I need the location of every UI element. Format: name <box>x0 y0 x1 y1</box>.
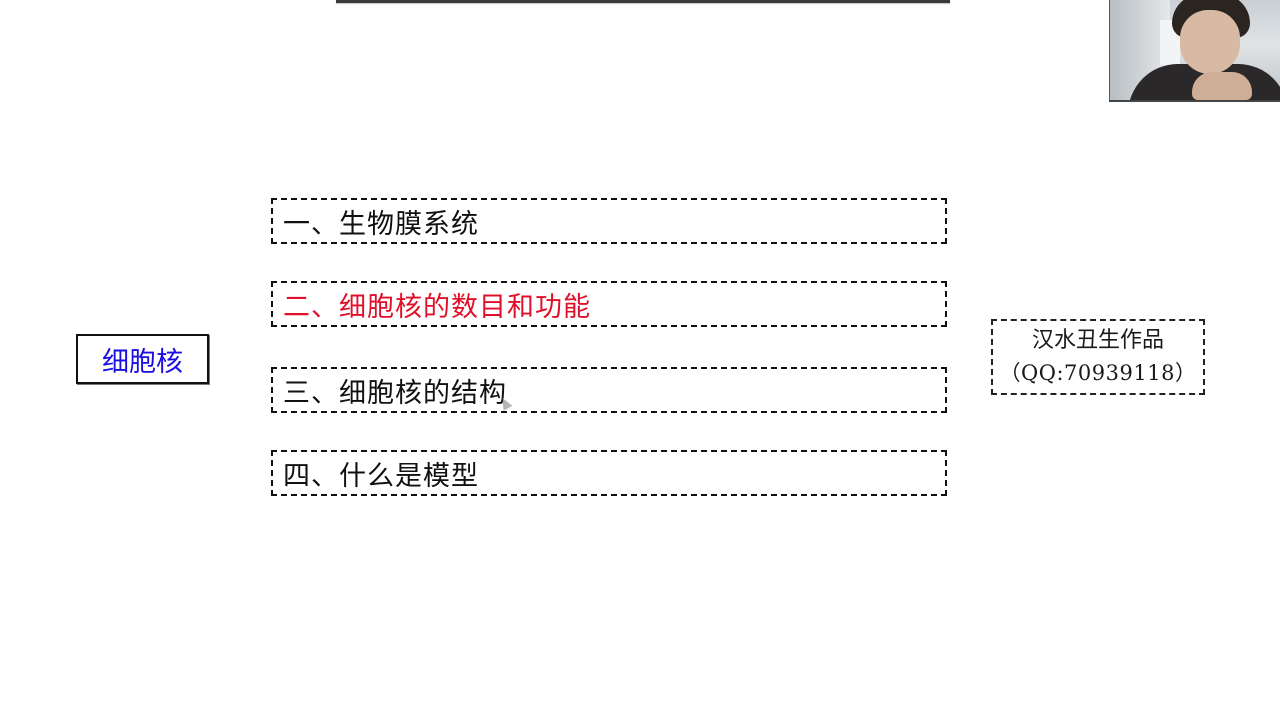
topic-item-1[interactable]: 一、生物膜系统 <box>271 198 947 244</box>
topic-item-2-active[interactable]: 二、细胞核的数目和功能 <box>271 281 947 327</box>
topic-item-3[interactable]: 三、细胞核的结构 <box>271 367 947 413</box>
webcam-person-face <box>1180 10 1240 74</box>
author-credit-box: 汉水丑生作品 （QQ:70939118） <box>991 319 1205 395</box>
webcam-person-hand <box>1192 72 1252 100</box>
topic-label: 一、生物膜系统 <box>283 208 479 240</box>
slide-title: 细胞核 <box>102 346 183 378</box>
topic-label: 四、什么是模型 <box>283 460 479 492</box>
topic-label: 二、细胞核的数目和功能 <box>283 291 591 323</box>
webcam-overlay[interactable] <box>1109 0 1280 102</box>
topic-label: 三、细胞核的结构 <box>283 377 507 409</box>
topic-item-4[interactable]: 四、什么是模型 <box>271 450 947 496</box>
slide-title-box[interactable]: 细胞核 <box>76 334 209 384</box>
author-qq: （QQ:70939118） <box>999 361 1197 385</box>
author-name: 汉水丑生作品 <box>1031 328 1164 353</box>
top-toolbar-edge <box>336 0 950 3</box>
